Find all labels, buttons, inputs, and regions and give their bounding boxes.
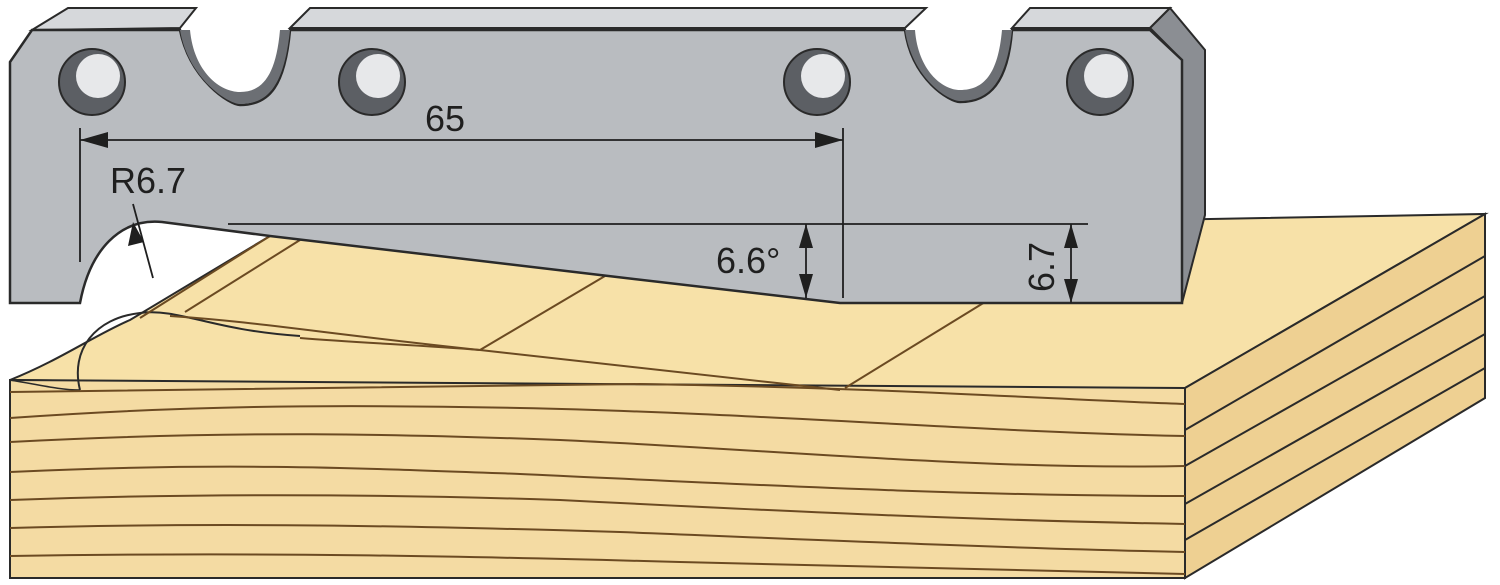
arrowhead-depth-down (1064, 279, 1078, 303)
blade-holes (58, 48, 1134, 116)
dimensions (79, 128, 1088, 303)
wood-side-face (1184, 212, 1486, 580)
depth-label: 6.7 (1021, 242, 1062, 292)
blade-cutout-right-shadow (905, 30, 1012, 101)
length-label: 65 (425, 98, 465, 139)
arrowhead-radius (128, 222, 144, 246)
arrowhead-length-left (80, 132, 108, 148)
angle-label: 6.6° (716, 240, 780, 281)
blade-face (8, 28, 1184, 305)
arrowhead-angle-down (799, 274, 813, 298)
arrowhead-length-right (815, 132, 843, 148)
hole-1-inner (76, 54, 120, 98)
wood-profile-curve (76, 311, 301, 391)
wood-side-grain (1184, 255, 1486, 541)
hole-3-inner (801, 54, 845, 98)
wood-front-grain (9, 382, 1186, 575)
hole-2-inner (356, 54, 400, 98)
arrowhead-angle-up (799, 224, 813, 248)
knife-blade (8, 6, 1206, 305)
wood-top-grain (139, 235, 986, 391)
hole-4-inner (1084, 54, 1128, 98)
blade-cutout-left-shadow (180, 30, 290, 104)
blade-top-bevel (28, 7, 1173, 32)
arrowhead-depth-up (1064, 224, 1078, 248)
radius-label: R6.7 (110, 160, 186, 201)
wood-profile-curve-inner (9, 379, 81, 391)
